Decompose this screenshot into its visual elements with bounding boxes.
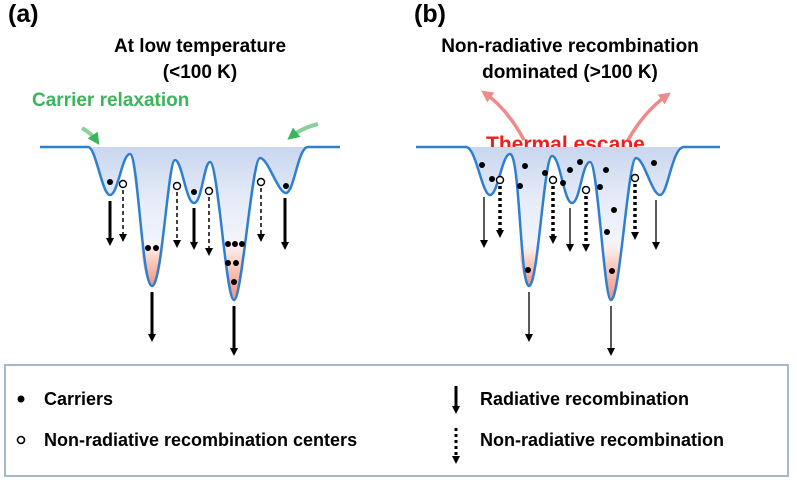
recombination-center-icon xyxy=(172,181,182,191)
carrier-dot xyxy=(651,160,657,166)
carrier-dot xyxy=(232,241,238,247)
carrier-dot xyxy=(522,163,528,169)
carrier-dot xyxy=(567,167,573,173)
panel-b-deep-well-right xyxy=(601,232,622,300)
carrier-dot xyxy=(597,184,603,190)
carrier-dot xyxy=(233,260,239,266)
panel-b-title-line2: dominated (>100 K) xyxy=(482,62,658,83)
recombination-center-icon xyxy=(630,173,640,183)
relaxation-arrow-right xyxy=(287,122,319,140)
panel-b-nonradiative-arrows xyxy=(496,184,639,252)
panel-b-radiative-arrows xyxy=(480,197,660,356)
recombination-center-icon xyxy=(204,186,214,196)
carrier-dot xyxy=(542,170,548,176)
legend-nonradiative-label: Non-radiative recombination xyxy=(480,430,725,450)
panel-a-title-line2: (<100 K) xyxy=(162,62,238,83)
panel-a-well-fill xyxy=(40,147,340,300)
recombination-center-icon xyxy=(256,177,266,187)
legend-radiative-label: Radiative recombination xyxy=(480,389,690,409)
panel-b-well-line xyxy=(416,145,720,302)
carrier-dot xyxy=(609,268,615,274)
legend-carriers-label: Carriers xyxy=(44,389,114,409)
panel-a-title: At low temperature (<100 K) xyxy=(70,34,330,86)
panel-a-carriers xyxy=(107,179,289,285)
carrier-dot xyxy=(604,229,610,235)
panel-b-title: Non-radiative recombination dominated (>… xyxy=(420,34,720,86)
panel-a-label: (a) xyxy=(8,0,39,28)
panel-b-label: (b) xyxy=(414,0,446,28)
carrier-dot xyxy=(489,176,495,182)
carrier-dot xyxy=(145,245,151,251)
panel-b-title-line1: Non-radiative recombination xyxy=(441,36,699,57)
carrier-dot xyxy=(153,245,159,251)
carrier-relaxation-label: Carrier relaxation xyxy=(32,90,190,111)
carrier-dot xyxy=(239,241,245,247)
recombination-center-icon xyxy=(495,175,505,185)
panel-a-well-line xyxy=(40,145,340,302)
panel-a-title-line1: At low temperature xyxy=(113,36,287,57)
panel-a-radiative-arrows xyxy=(106,198,289,356)
panel-a-centers xyxy=(118,177,266,196)
panel-b-carriers xyxy=(479,159,657,274)
recombination-center-icon xyxy=(548,175,558,185)
carrier-dot xyxy=(225,260,231,266)
panel-a-nonradiative-arrows xyxy=(119,188,265,256)
escape-arrow-right xyxy=(626,92,671,141)
recombination-center-icon xyxy=(581,185,591,195)
relaxation-arrow-left xyxy=(80,126,100,145)
carrier-dot xyxy=(577,159,583,165)
panel-b-well-fill xyxy=(416,147,720,300)
escape-arrow-left xyxy=(481,90,526,141)
carrier-dot xyxy=(603,167,609,173)
carrier-dot xyxy=(231,279,237,285)
carrier-dot xyxy=(611,207,617,213)
carrier-dot xyxy=(191,189,197,195)
panel-a-potential xyxy=(40,145,340,302)
legend xyxy=(4,364,789,477)
panel-b-potential xyxy=(416,145,720,302)
recombination-center-icon xyxy=(118,179,128,189)
legend-centers-label: Non-radiative recombination centers xyxy=(44,430,358,450)
carrier-dot xyxy=(283,183,289,189)
carrier-dot xyxy=(479,162,485,168)
carrier-dot xyxy=(560,180,566,186)
panel-b-centers xyxy=(495,173,640,195)
carrier-dot xyxy=(107,179,113,185)
carrier-dot xyxy=(517,183,523,189)
carrier-dot xyxy=(225,241,231,247)
carrier-dot xyxy=(525,267,531,273)
